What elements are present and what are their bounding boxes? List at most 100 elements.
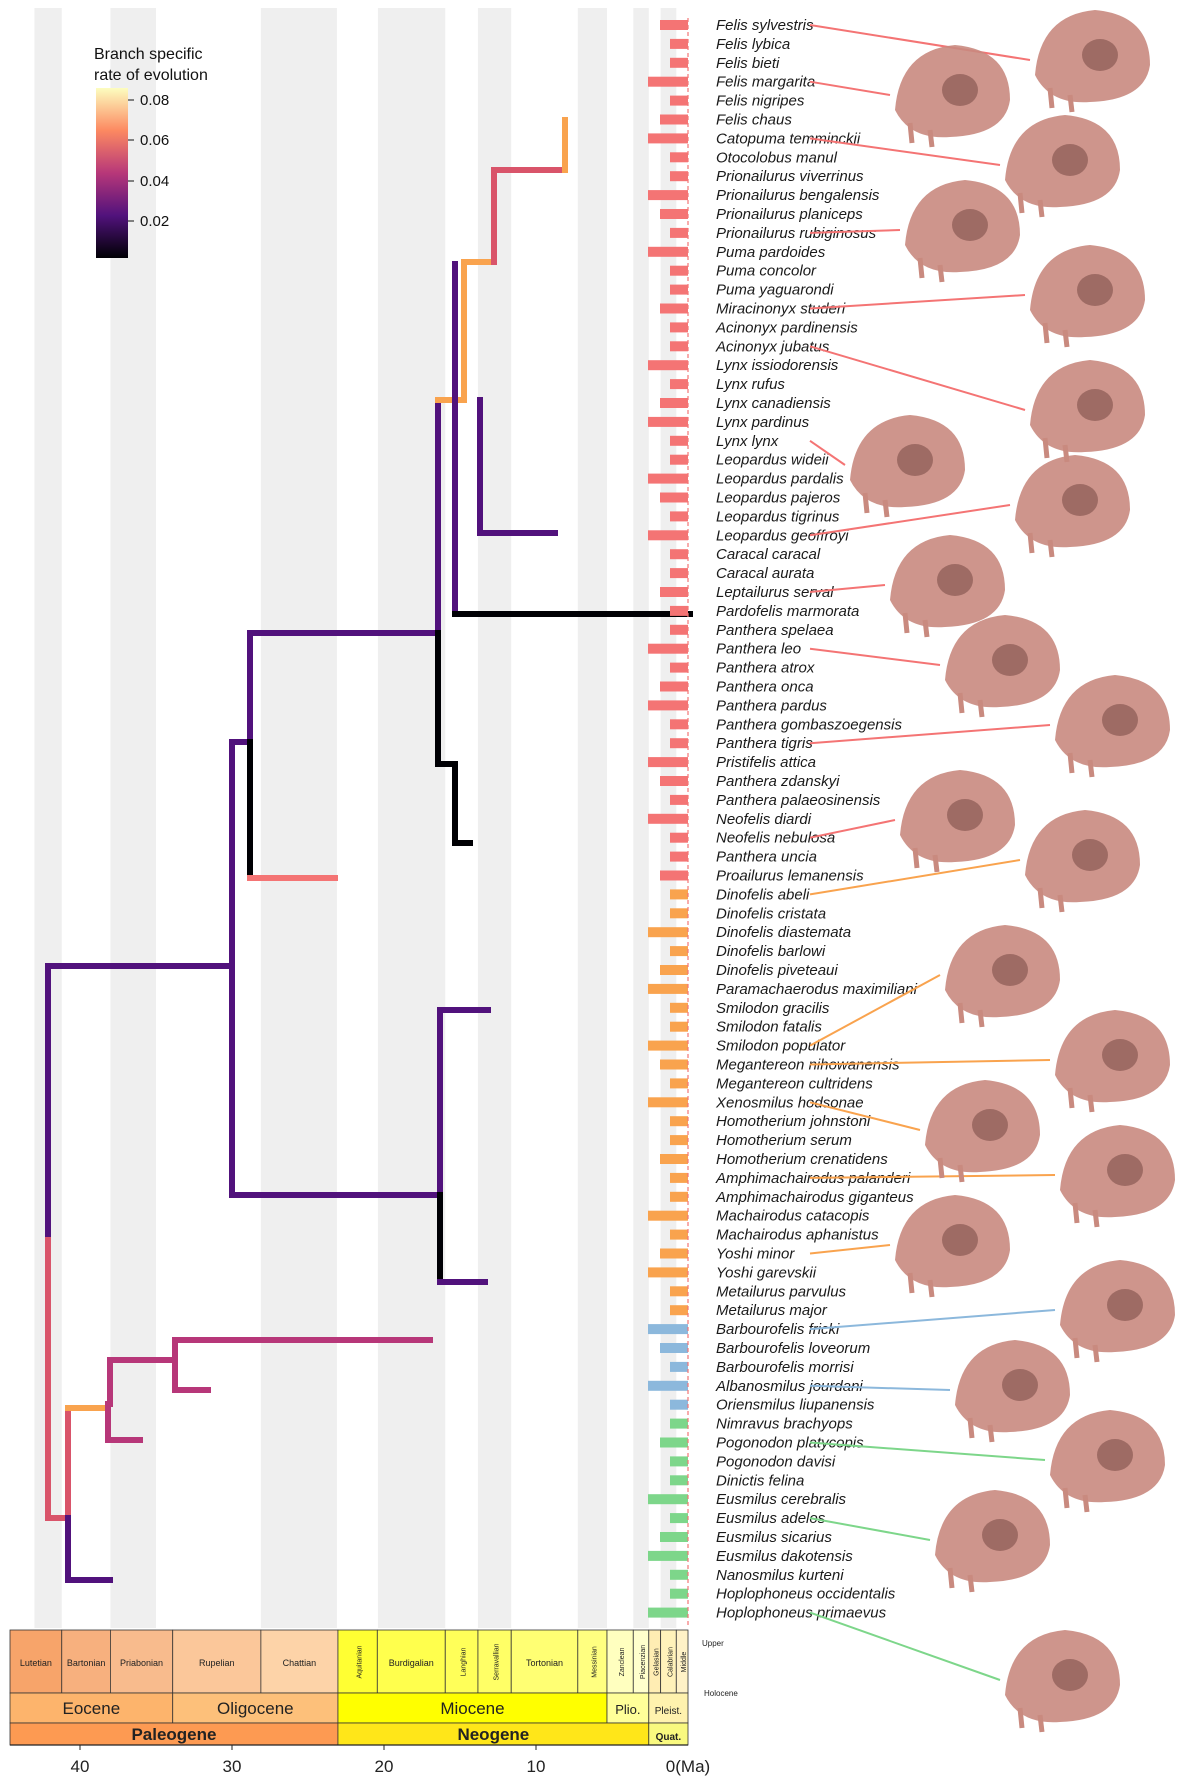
taxon-label: Barbourofelis fricki (716, 1321, 840, 1338)
taxon-label: Smilodon fatalis (716, 1019, 822, 1036)
tip-bar (660, 1438, 688, 1448)
taxon-label: Lynx issiodorensis (716, 357, 839, 374)
taxon-label: Felis margarita (716, 74, 815, 91)
taxon-label: Metailurus major (716, 1302, 828, 1319)
skull-image (925, 1080, 1040, 1182)
skull-image (1050, 1410, 1165, 1512)
stage-label: Priabonian (120, 1658, 163, 1668)
taxon-label: Leptailurus serval (716, 584, 834, 601)
tip-bar (670, 795, 688, 805)
tip-bar (648, 700, 688, 710)
stage-label: Calabrian (667, 1647, 674, 1677)
legend-tick: 0.04 (140, 173, 169, 190)
taxon-label: Nimravus brachyops (716, 1416, 853, 1433)
taxon-label: Panthera zdanskyi (716, 773, 840, 790)
tip-bar (660, 20, 688, 30)
tip-bar (660, 115, 688, 125)
taxon-label: Amphimachairodus giganteus (715, 1189, 914, 1206)
legend-color-ramp (96, 88, 128, 258)
taxon-label: Prionailurus bengalensis (716, 187, 880, 204)
taxon-label: Prionailurus planiceps (716, 206, 863, 223)
epoch-label: Miocene (440, 1699, 504, 1718)
tip-bar (670, 39, 688, 49)
taxon-label: Felis bieti (716, 55, 780, 72)
taxon-label: Hoplophoneus occidentalis (716, 1586, 896, 1603)
time-band (261, 8, 337, 1628)
leader-line (810, 649, 940, 665)
taxon-label: Leopardus tigrinus (716, 508, 840, 525)
epoch-label: Oligocene (217, 1699, 294, 1718)
taxon-label: Lynx rufus (716, 376, 785, 393)
tip-bar (660, 1060, 688, 1070)
taxon-label: Leopardus geoffroyi (716, 527, 849, 544)
tip-bar (670, 1192, 688, 1202)
taxon-label: Prionailurus viverrinus (716, 168, 864, 185)
tip-bar (670, 58, 688, 68)
tip-bar (670, 266, 688, 276)
tip-bar (670, 1475, 688, 1485)
taxon-label: Dinofelis abeli (716, 886, 810, 903)
taxon-label: Leopardus wideii (716, 452, 829, 469)
axis-tick-label: 10 (527, 1757, 546, 1776)
taxon-label: Metailurus parvulus (716, 1283, 847, 1300)
tip-bar (670, 946, 688, 956)
legend-title-1: Branch specific (94, 46, 203, 63)
tip-bar (660, 871, 688, 881)
taxon-label: Yoshi garevskii (716, 1264, 817, 1281)
upper-label: Upper (702, 1639, 724, 1648)
taxon-label: Panthera gombaszoegensis (716, 716, 902, 733)
taxon-label: Panthera pardus (716, 697, 827, 714)
taxon-label: Caracal caracal (716, 546, 821, 563)
tip-bar (670, 1003, 688, 1013)
tip-bar (670, 889, 688, 899)
tip-bar (660, 1532, 688, 1542)
tip-bar (660, 493, 688, 503)
taxon-label: Dinofelis barlowi (716, 943, 826, 960)
taxon-label: Xenosmilus hodsonae (715, 1094, 864, 1111)
taxon-label: Lynx lynx (716, 433, 779, 450)
tip-bar (660, 304, 688, 314)
taxon-label: Felis sylvestris (716, 17, 814, 34)
tip-bar (670, 285, 688, 295)
stage-label: Messinian (591, 1646, 598, 1678)
tip-bar (648, 1211, 688, 1221)
tip-bar (648, 1267, 688, 1277)
stage-label: Tortonian (526, 1658, 563, 1668)
legend-title-2: rate of evolution (94, 67, 208, 84)
taxon-label: Panthera palaeosinensis (716, 792, 881, 809)
stage-label: Chattian (283, 1658, 317, 1668)
tip-bar (670, 1400, 688, 1410)
skull-image (895, 45, 1010, 147)
tip-bar (670, 171, 688, 181)
skull-image (895, 1195, 1010, 1297)
skull-image (1015, 455, 1130, 557)
stage-label: Burdigalian (389, 1658, 434, 1668)
stage-label: Bartonian (67, 1658, 106, 1668)
time-band (633, 8, 649, 1628)
tip-bar (670, 1419, 688, 1429)
skull-image (1025, 810, 1140, 912)
tip-bar (648, 984, 688, 994)
tip-bar (670, 152, 688, 162)
legend-tick: 0.08 (140, 92, 169, 109)
tip-bar (670, 663, 688, 673)
period-label: Paleogene (131, 1725, 216, 1744)
taxon-label: Oriensmilus liupanensis (716, 1397, 875, 1414)
skull-image (1060, 1260, 1175, 1362)
tip-bar (648, 927, 688, 937)
tip-bar (670, 341, 688, 351)
axis-tick-label: 40 (71, 1757, 90, 1776)
axis-zero-label: 0(Ma) (666, 1757, 710, 1776)
stage-label: Langhian (461, 1647, 468, 1676)
leader-line (810, 1613, 1000, 1680)
tip-bar (670, 1078, 688, 1088)
tip-bar (648, 247, 688, 257)
tip-bar (670, 455, 688, 465)
tip-bar (670, 1116, 688, 1126)
taxon-label: Dinofelis piveteaui (716, 962, 838, 979)
tip-bar (660, 1154, 688, 1164)
legend-tick: 0.02 (140, 213, 169, 230)
legend-tick: 0.06 (140, 132, 169, 149)
taxon-label: Hoplophoneus primaevus (716, 1605, 887, 1622)
stage-label: Lutetian (20, 1658, 52, 1668)
